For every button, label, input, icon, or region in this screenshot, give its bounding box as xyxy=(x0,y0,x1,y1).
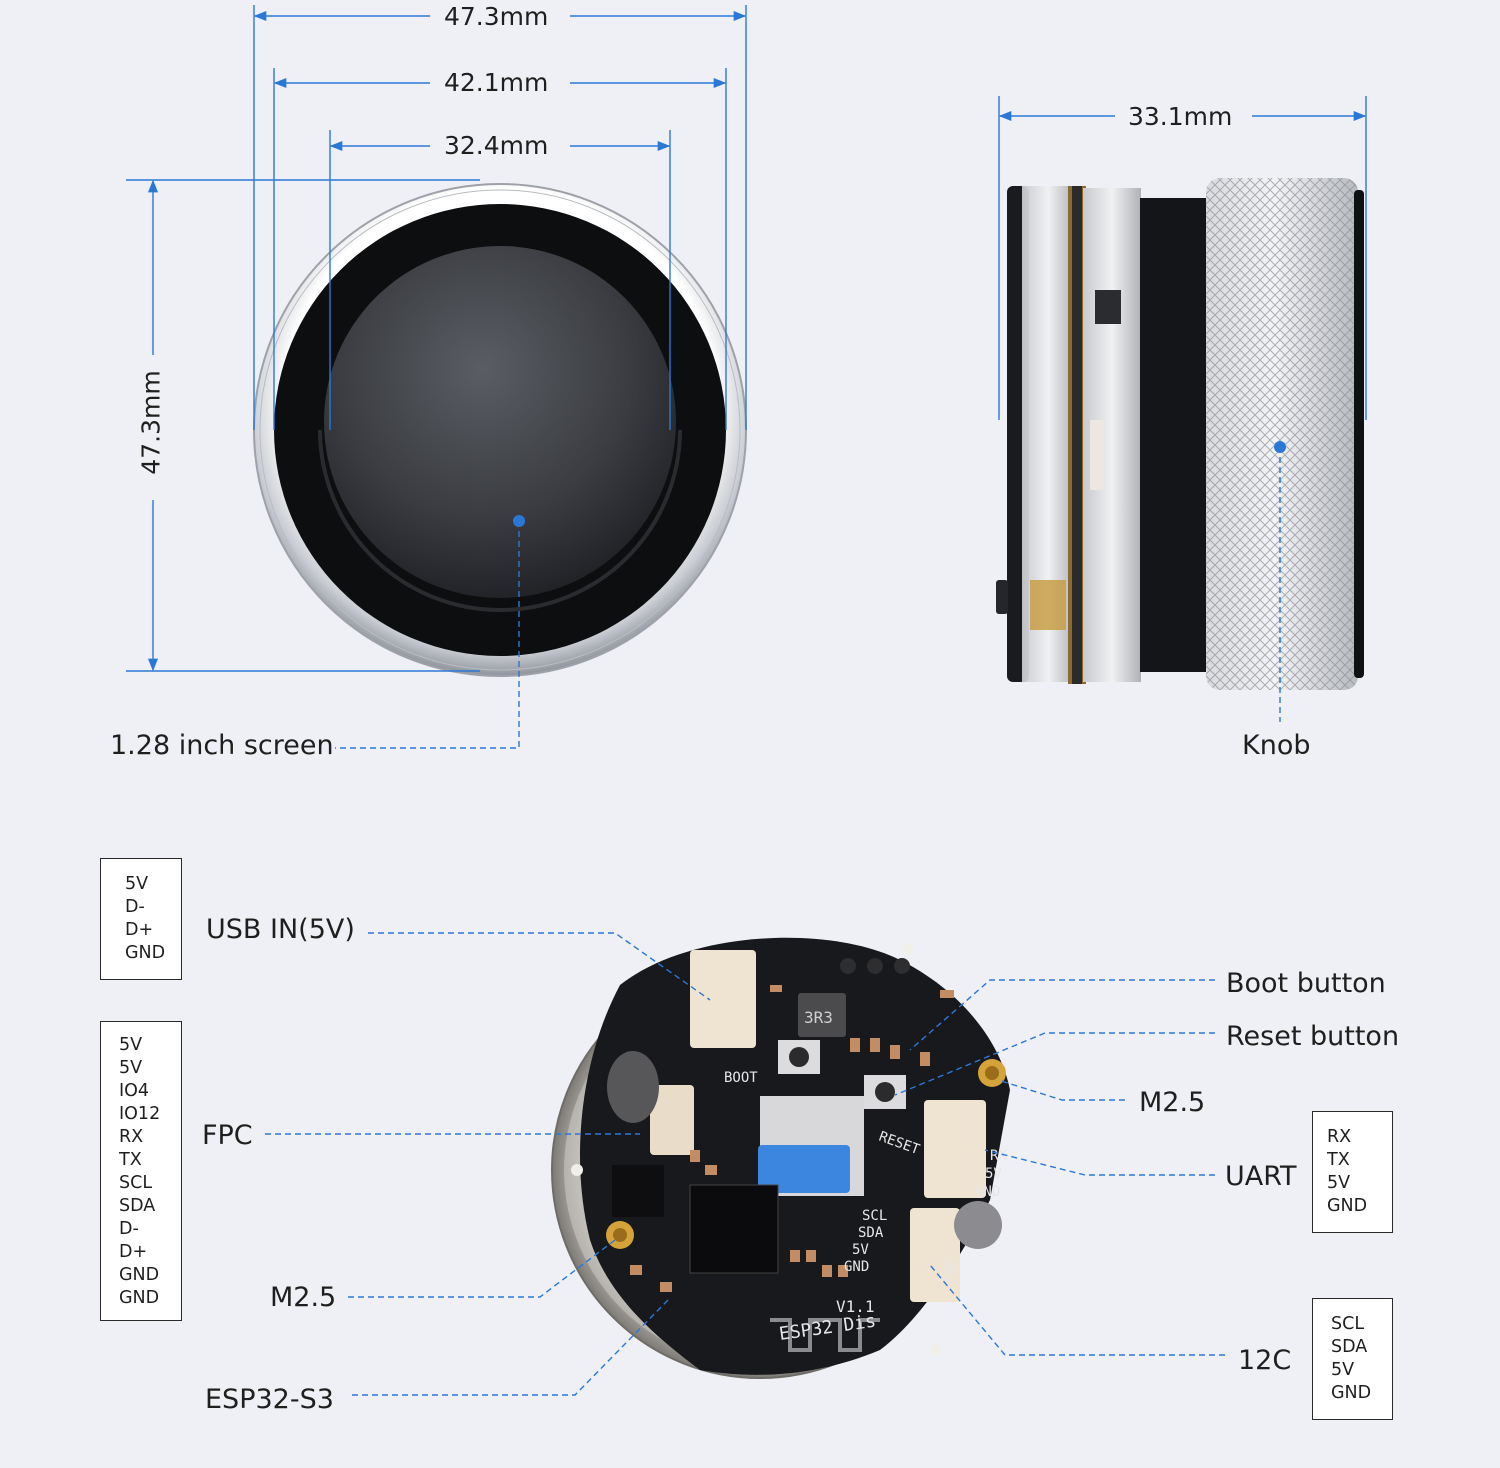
usb-pin: 5V xyxy=(125,874,149,894)
silk-i2c-gnd: GND xyxy=(844,1259,869,1275)
fpc-pin: RX xyxy=(119,1127,144,1147)
dim-middle-width: 42.1mm xyxy=(434,68,559,97)
fpc-pin: D- xyxy=(119,1219,139,1239)
silk-version: V1.1 xyxy=(836,1297,875,1316)
callout-i2c: 12C xyxy=(1238,1345,1292,1376)
dim-screen-width: 32.4mm xyxy=(434,131,559,160)
silk-i2c-sda: SDA xyxy=(858,1225,884,1241)
uart-pin: TX xyxy=(1327,1150,1350,1170)
callout-esp32: ESP32-S3 xyxy=(205,1384,334,1415)
callout-reset-button: Reset button xyxy=(1226,1021,1400,1052)
silk-i2c-scl: SCL xyxy=(862,1208,887,1224)
front-dimensions xyxy=(126,5,747,749)
silk-i2c-5v: 5V xyxy=(852,1242,869,1258)
fpc-pin: 5V xyxy=(119,1058,143,1078)
dim-outer-width: 47.3mm xyxy=(434,2,559,31)
front-view xyxy=(253,183,747,677)
silk-uart-5v: 5V xyxy=(985,1166,1002,1182)
fpc-pin: SCL xyxy=(119,1173,153,1193)
silk-chip: 3R3 xyxy=(804,1008,833,1027)
callout-usb: USB IN(5V) xyxy=(206,914,355,945)
fpc-pin: IO12 xyxy=(119,1104,161,1124)
fpc-pin: IO4 xyxy=(119,1081,150,1101)
fpc-pin: SDA xyxy=(119,1196,156,1216)
fpc-pin: GND xyxy=(119,1265,160,1285)
fpc-pin: GND xyxy=(119,1288,160,1308)
callout-screen: 1.28 inch screen xyxy=(110,730,334,761)
silk-uart-rx: RX xyxy=(990,1148,1007,1164)
usb-pin: D+ xyxy=(125,920,154,940)
fpc-pin: D+ xyxy=(119,1242,148,1262)
i2c-pinout-box: SCL SDA 5V GND xyxy=(1312,1298,1393,1420)
callout-fpc: FPC xyxy=(202,1120,253,1151)
uart-pin: GND xyxy=(1327,1196,1368,1216)
silk-uart-gnd: GND xyxy=(975,1184,1000,1200)
fpc-pin: 5V xyxy=(119,1035,143,1055)
i2c-pin: GND xyxy=(1331,1383,1372,1403)
usb-pin: GND xyxy=(125,943,166,963)
dim-height: 47.3mm xyxy=(136,370,166,475)
uart-pin: 5V xyxy=(1327,1173,1351,1193)
uart-pinout-box: RX TX 5V GND xyxy=(1312,1111,1393,1233)
side-dimensions xyxy=(998,96,1367,722)
callout-uart: UART xyxy=(1225,1161,1297,1192)
pcb-callout-lines xyxy=(265,932,1225,1396)
usb-pinout-box: 5V D- D+ GND xyxy=(100,858,182,980)
pcb-silkscreen: 3R3 BOOT RESET V1.1 ESP32 Dis RX 5V GND … xyxy=(724,1008,1007,1345)
side-view xyxy=(996,178,1364,690)
i2c-pin: SDA xyxy=(1331,1337,1368,1357)
callout-boot-button: Boot button xyxy=(1226,968,1386,999)
callout-m25-left: M2.5 xyxy=(270,1282,337,1313)
uart-pin: RX xyxy=(1327,1127,1352,1147)
i2c-pin: 5V xyxy=(1331,1360,1355,1380)
callout-knob: Knob xyxy=(1242,730,1311,761)
i2c-pin: SCL xyxy=(1331,1314,1365,1334)
dim-side-depth: 33.1mm xyxy=(1118,102,1243,131)
usb-pin: D- xyxy=(125,897,145,917)
fpc-pin: TX xyxy=(119,1150,142,1170)
silk-boot: BOOT xyxy=(724,1070,758,1086)
fpc-pinout-box: 5V 5V IO4 IO12 RX TX SCL SDA D- D+ GND G… xyxy=(100,1021,182,1321)
pcb-board xyxy=(551,937,1010,1379)
callout-m25-right: M2.5 xyxy=(1139,1087,1206,1118)
